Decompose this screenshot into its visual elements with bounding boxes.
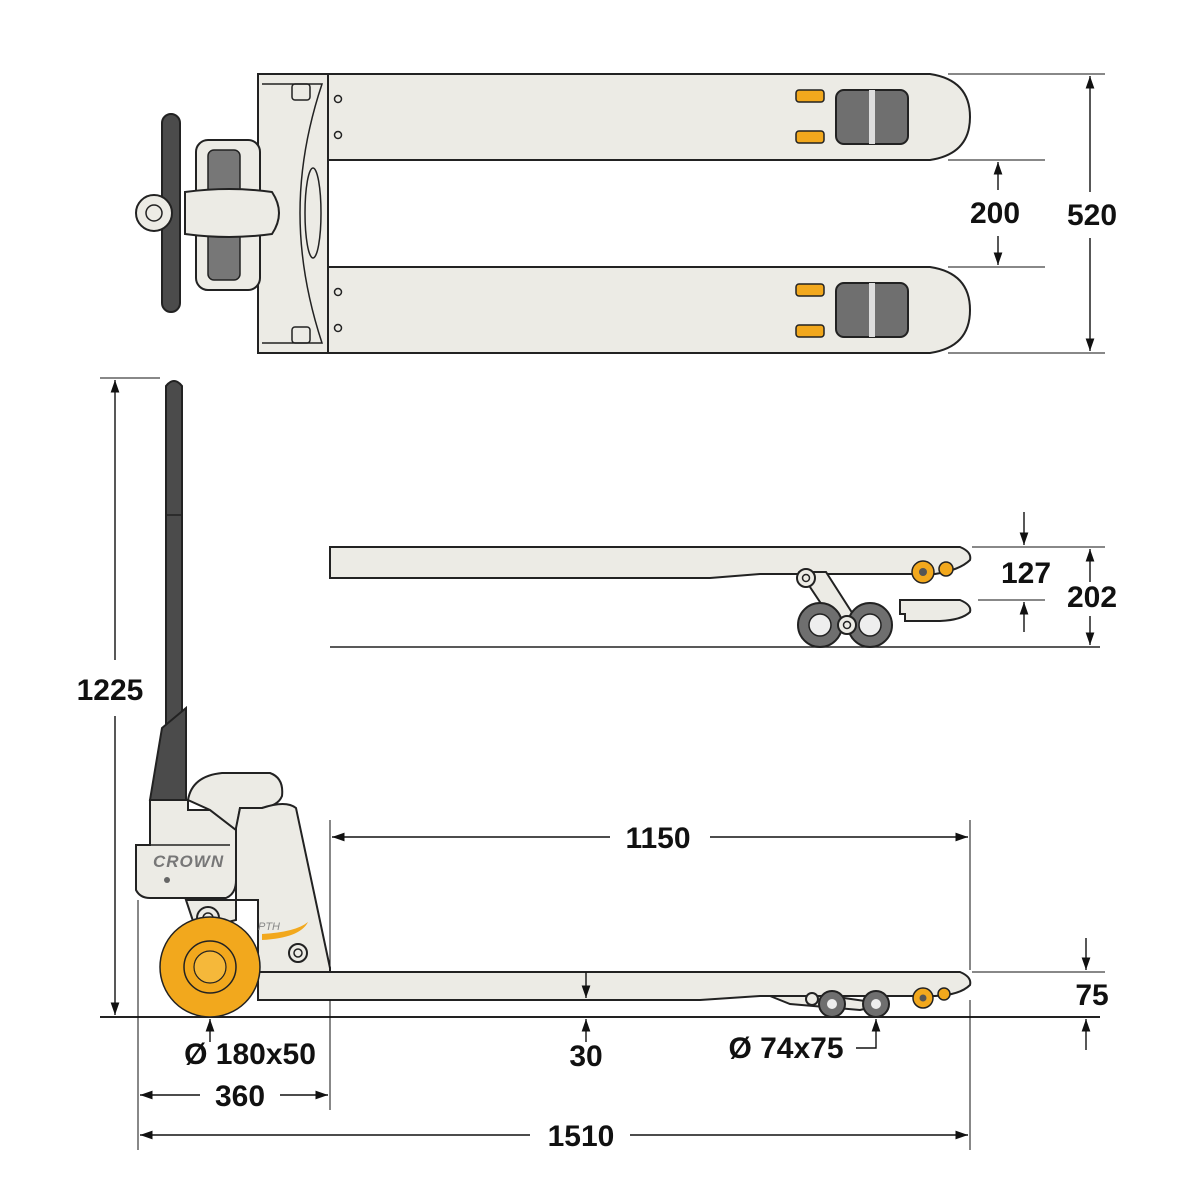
- dim-load-roller: Ø 74x75: [728, 1018, 881, 1065]
- dim-fork-length: 1150: [329, 820, 971, 970]
- label-fork-gap: 200: [970, 197, 1020, 230]
- label-max-fork-height: 202: [1067, 581, 1117, 614]
- raised-fork: [329, 546, 972, 579]
- brand-logo: CROWN: [153, 852, 224, 871]
- top-accent-marker: [795, 89, 825, 103]
- label-steer-wheel: Ø 180x50: [184, 1038, 316, 1071]
- pump-housing: [135, 799, 237, 899]
- dim-fork-width-total: 520: [948, 73, 1117, 354]
- main-fork: [257, 971, 972, 1001]
- dim-lift-stroke: 127: [972, 512, 1051, 632]
- label-fork-width-total: 520: [1067, 199, 1117, 232]
- top-view: [135, 73, 972, 354]
- dim-fork-gap: 200: [948, 159, 1045, 268]
- label-load-roller: Ø 74x75: [728, 1032, 843, 1065]
- main-side-view: CROWN PTH: [100, 380, 1100, 1018]
- label-min-fork-height: 75: [1075, 979, 1108, 1012]
- dim-fork-clearance: 30: [569, 972, 603, 1073]
- dim-max-fork-height: 202: [1045, 546, 1117, 645]
- label-fork-length: 1150: [625, 822, 690, 855]
- label-chassis-length: 360: [215, 1080, 265, 1113]
- tiller-handle: [165, 380, 183, 761]
- dim-chassis-length: 360: [137, 900, 331, 1150]
- dim-overall-length: 1510: [140, 1000, 971, 1153]
- dim-handle-height: 1225: [77, 377, 160, 1015]
- model-label: PTH: [258, 921, 280, 933]
- raised-side-view: [329, 546, 1100, 648]
- label-overall-length: 1510: [548, 1120, 615, 1153]
- top-fork-lower: [257, 266, 972, 354]
- lowered-fork-ghost: [899, 599, 972, 622]
- dim-min-fork-height: 75: [972, 938, 1109, 1050]
- label-handle-height: 1225: [77, 674, 144, 707]
- label-fork-clearance: 30: [569, 1040, 602, 1073]
- top-fork-upper: [257, 73, 972, 161]
- label-lift-stroke: 127: [1001, 557, 1051, 590]
- dim-steer-wheel: Ø 180x50: [184, 1018, 316, 1071]
